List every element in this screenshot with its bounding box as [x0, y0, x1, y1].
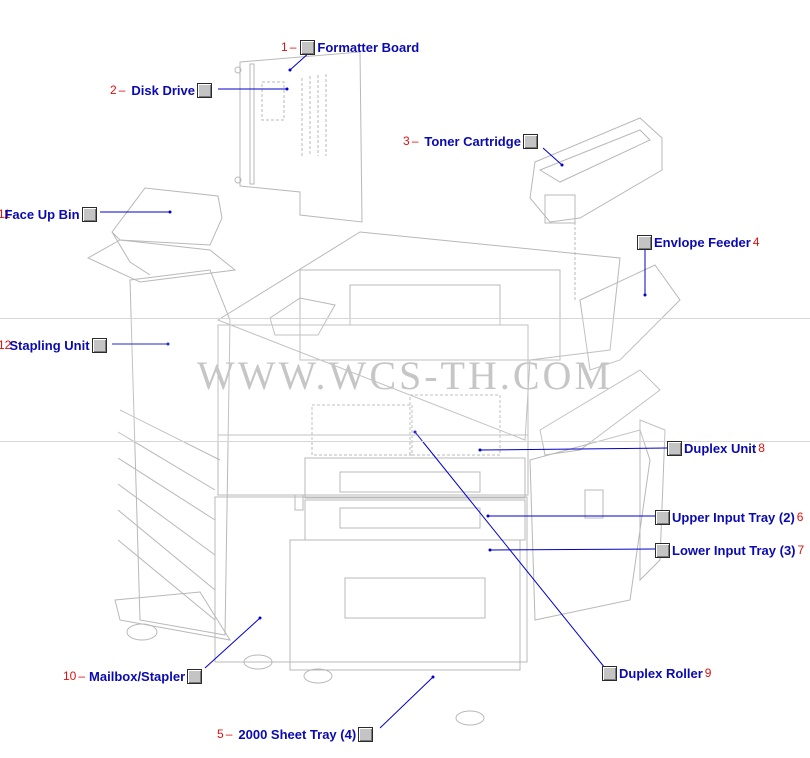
watermark-text: WWW.WCS-TH.COM	[0, 352, 810, 399]
callout-number: 3	[403, 134, 410, 148]
callout-upper-input-tray: Upper Input Tray (2) 6	[653, 507, 803, 527]
callout-lower-input-tray: Lower Input Tray (3) 7	[653, 540, 804, 560]
callout-number: 10	[63, 669, 76, 683]
face-up-bin-button[interactable]	[82, 207, 97, 222]
callout-envelope-feeder: Envlope Feeder 4	[635, 232, 760, 252]
callout-number: 6	[797, 510, 804, 524]
callout-label: Disk Drive	[131, 83, 195, 98]
callout-number: 5	[217, 727, 224, 741]
callout-label: Lower Input Tray (3)	[672, 543, 796, 558]
toner-cartridge-button[interactable]	[523, 134, 538, 149]
printer-body-shape	[215, 232, 620, 725]
callout-duplex-unit: Duplex Unit 8	[665, 438, 765, 458]
callout-number: 8	[758, 441, 765, 455]
toner-cartridge-shape	[530, 118, 662, 300]
callout-label: Upper Input Tray (2)	[672, 510, 795, 525]
callout-label: Stapling Unit	[9, 338, 89, 353]
upper-input-tray-button[interactable]	[655, 510, 670, 525]
callout-label: 2000 Sheet Tray (4)	[238, 727, 356, 742]
lower-input-tray-button[interactable]	[655, 543, 670, 558]
callout-stapling-unit: 12 Stapling Unit	[0, 335, 109, 355]
callout-label: Face Up Bin	[4, 207, 79, 222]
callout-number: 4	[753, 235, 760, 249]
duplex-roller-button[interactable]	[602, 666, 617, 681]
callout-label: Duplex Unit	[684, 441, 756, 456]
leader-lower-input-tray	[490, 549, 655, 550]
callout-toner-cartridge: 3 – Toner Cartridge	[403, 131, 540, 151]
callout-face-up-bin: 11 Face Up Bin	[0, 204, 99, 224]
callout-label: Mailbox/Stapler	[89, 669, 185, 684]
callout-label: Envlope Feeder	[654, 235, 751, 250]
callout-number: 7	[798, 543, 805, 557]
callout-label: Toner Cartridge	[424, 134, 521, 149]
callout-formatter-board: 1 – Formatter Board	[281, 37, 419, 57]
callout-mailbox-stapler: 10 – Mailbox/Stapler	[63, 666, 204, 686]
duplex-unit-button[interactable]	[667, 441, 682, 456]
callout-sheet-tray: 5 – 2000 Sheet Tray (4)	[217, 724, 375, 744]
leader-toner-cartridge	[543, 148, 562, 165]
formatter-board-button[interactable]	[300, 40, 315, 55]
callout-duplex-roller: Duplex Roller 9	[600, 663, 711, 683]
callout-number: 9	[705, 666, 712, 680]
sheet-tray-button[interactable]	[358, 727, 373, 742]
face-up-bin-shape	[88, 188, 235, 282]
mailbox-stapler-button[interactable]	[187, 669, 202, 684]
formatter-board-shape	[235, 52, 362, 222]
stapling-unit-button[interactable]	[92, 338, 107, 353]
callout-label: Duplex Roller	[619, 666, 703, 681]
callout-label: Formatter Board	[317, 40, 419, 55]
callout-number: 2	[110, 83, 117, 97]
leader-duplex-roller	[415, 432, 605, 668]
leader-sheet-tray	[380, 677, 433, 728]
callout-disk-drive: 2 – Disk Drive	[110, 80, 214, 100]
disk-drive-button[interactable]	[197, 83, 212, 98]
envelope-feeder-button[interactable]	[637, 235, 652, 250]
callout-number: 1	[281, 40, 288, 54]
leader-mailbox-stapler	[205, 618, 260, 668]
